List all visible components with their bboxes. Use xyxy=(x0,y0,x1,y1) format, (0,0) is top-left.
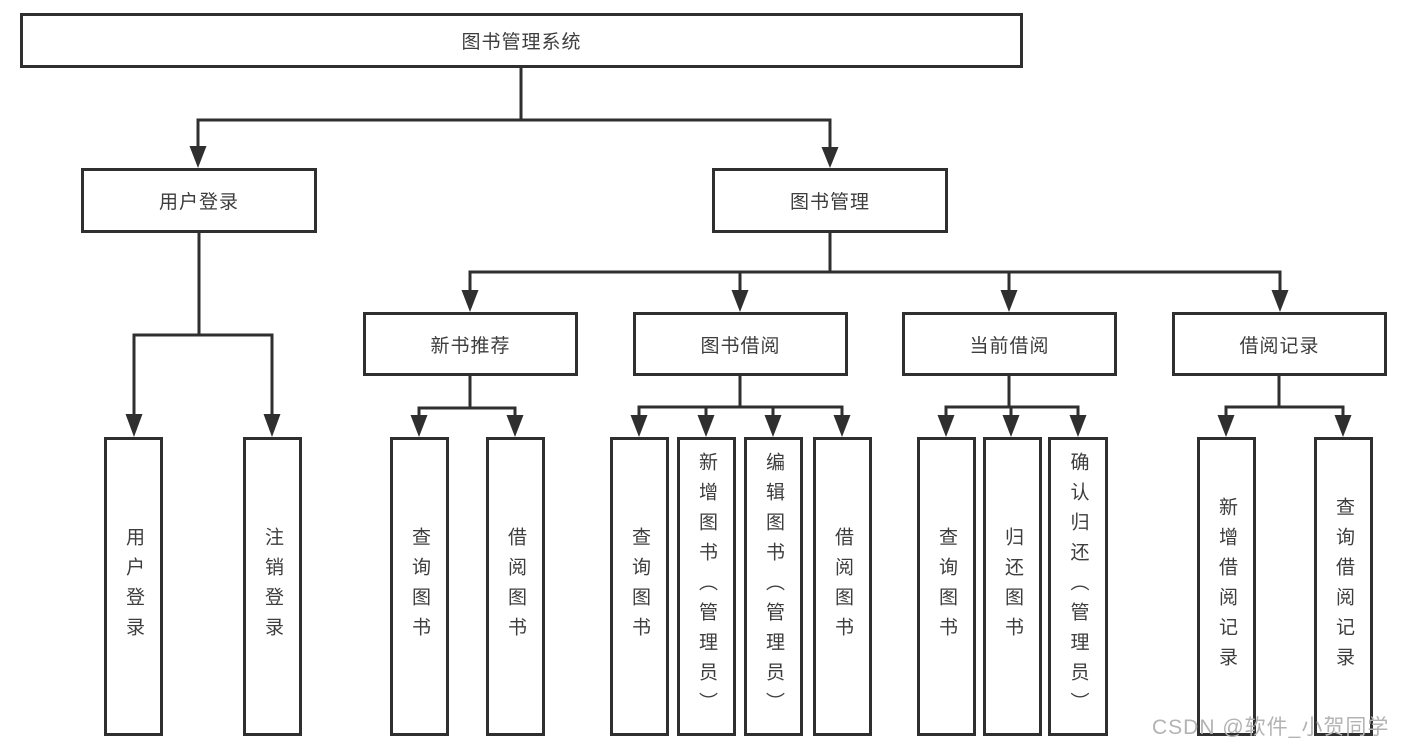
node-label: 查询图书 xyxy=(629,526,650,647)
leaf-logout: 注销登录 xyxy=(243,437,302,736)
node-book-management: 图书管理 xyxy=(712,168,948,233)
node-label: 查询借阅记录 xyxy=(1333,496,1354,677)
leaf-user-login: 用户登录 xyxy=(104,437,163,736)
node-label: 查询图书 xyxy=(409,526,430,647)
leaf-borrow-books: 借阅图书 xyxy=(813,437,872,736)
node-label: 借阅图书 xyxy=(505,526,526,647)
node-label: 注销登录 xyxy=(262,526,283,647)
node-label: 确认归还（管理员） xyxy=(1067,451,1089,722)
leaf-query-books-recommend: 查询图书 xyxy=(390,437,449,736)
node-label: 编辑图书（管理员） xyxy=(763,451,784,722)
leaf-return-books: 归还图书 xyxy=(983,437,1042,736)
node-label: 归还图书 xyxy=(1002,526,1023,647)
leaf-query-borrow-record: 查询借阅记录 xyxy=(1314,437,1373,736)
node-label: 图书借阅 xyxy=(700,335,781,357)
node-label: 借阅图书 xyxy=(832,526,853,647)
node-library-system: 图书管理系统 xyxy=(20,13,1023,68)
node-label: 新书推荐 xyxy=(430,335,511,357)
leaf-add-books-admin: 新增图书（管理员） xyxy=(677,437,736,736)
node-book-borrowing: 图书借阅 xyxy=(633,312,848,376)
node-label: 新增借阅记录 xyxy=(1216,496,1237,677)
node-label: 当前借阅 xyxy=(969,335,1050,357)
leaf-confirm-return-admin: 确认归还（管理员） xyxy=(1048,437,1108,736)
node-label: 用户登录 xyxy=(158,192,239,213)
node-label: 新增图书（管理员） xyxy=(696,451,717,722)
leaf-borrow-books-recommend: 借阅图书 xyxy=(486,437,545,736)
node-borrowing-records: 借阅记录 xyxy=(1172,312,1387,376)
leaf-query-books-current: 查询图书 xyxy=(917,437,976,736)
node-label: 查询图书 xyxy=(936,526,957,647)
node-label: 用户登录 xyxy=(123,526,144,647)
node-label: 图书管理 xyxy=(789,192,870,213)
node-user-login: 用户登录 xyxy=(81,168,317,233)
node-current-borrowing: 当前借阅 xyxy=(902,312,1117,376)
leaf-add-borrow-record: 新增借阅记录 xyxy=(1197,437,1256,736)
leaf-edit-books-admin: 编辑图书（管理员） xyxy=(744,437,803,736)
node-label: 图书管理系统 xyxy=(461,32,582,53)
arrowheads xyxy=(125,146,1352,437)
leaf-query-books-borrowing: 查询图书 xyxy=(610,437,669,736)
node-label: 借阅记录 xyxy=(1239,335,1320,357)
watermark: CSDN @软件_小贺同学 xyxy=(1152,716,1390,739)
node-new-book-recommend: 新书推荐 xyxy=(363,312,578,376)
